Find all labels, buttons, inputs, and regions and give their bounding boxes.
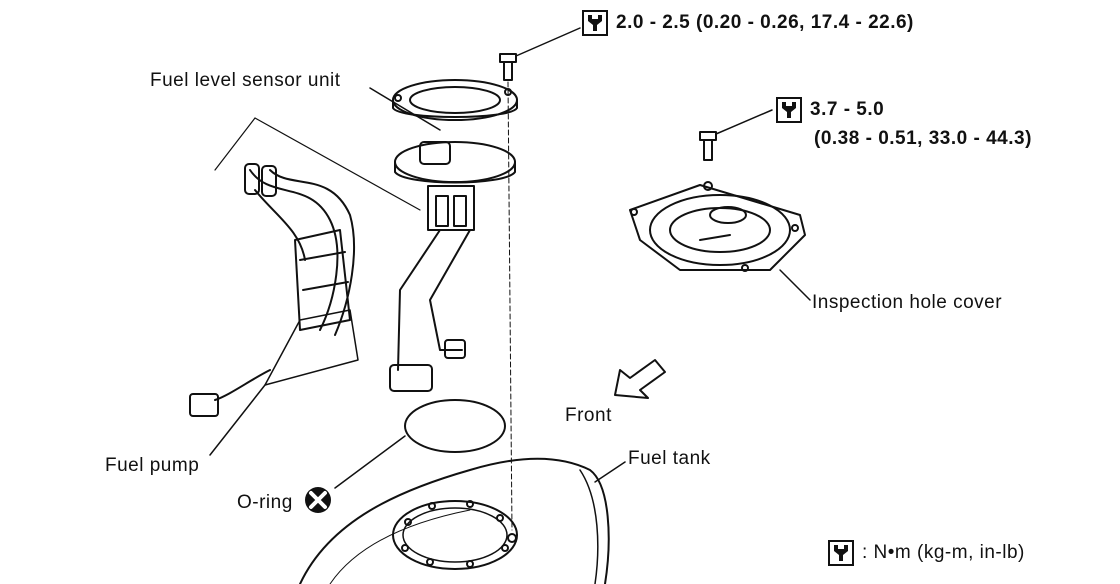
torque-units-legend: : N•m (kg-m, in-lb) [828, 540, 1025, 566]
do-not-reuse-icon [303, 485, 333, 521]
sensor-retainer-plate [392, 79, 518, 121]
cover-bolt-torque-line1: 3.7 - 5.0 [810, 99, 885, 121]
torque-wrench-icon [776, 97, 802, 123]
fuel-tank-label: Fuel tank [628, 448, 711, 469]
o-ring-text: O-ring [237, 492, 293, 514]
fuel-pump [189, 117, 421, 456]
fuel-pump-label: Fuel pump [105, 455, 200, 476]
sensor-bolt [499, 27, 581, 531]
cover-bolt-torque: 3.7 - 5.0 [776, 97, 884, 123]
inspection-hole-cover-label: Inspection hole cover [812, 292, 1003, 313]
sensor-bolt-torque: 2.0 - 2.5 (0.20 - 0.26, 17.4 - 22.6) [582, 10, 914, 36]
fuel-level-sensor-unit-label: Fuel level sensor unit [150, 70, 341, 91]
front-arrow-icon [614, 359, 666, 399]
fuel-level-sensor-unit [389, 141, 516, 392]
o-ring-label: O-ring [237, 485, 333, 521]
fuel-tank [299, 457, 610, 584]
inspection-hole-cover [629, 109, 811, 301]
o-ring [334, 399, 506, 489]
torque-wrench-icon [582, 10, 608, 36]
cover-bolt-torque-line2: (0.38 - 0.51, 33.0 - 44.3) [814, 128, 1032, 149]
front-label: Front [565, 405, 612, 426]
torque-wrench-icon [828, 540, 854, 566]
torque-units-text: : N•m (kg-m, in-lb) [862, 542, 1025, 564]
sensor-bolt-torque-value: 2.0 - 2.5 (0.20 - 0.26, 17.4 - 22.6) [616, 12, 914, 34]
